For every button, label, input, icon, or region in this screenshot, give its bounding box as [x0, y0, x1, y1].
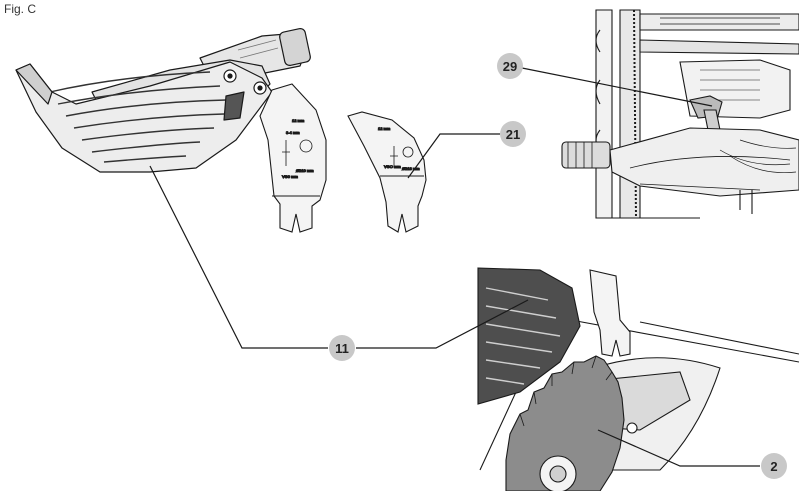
callout-29-label: 29 [503, 59, 517, 74]
leader-lines [149, 67, 760, 467]
figure-label: Fig. C [4, 2, 37, 16]
riving-knife-large: 12 mm 3-4 mm Ø210 mm VG0 mm [259, 83, 327, 233]
knife-large-marking-4: VG0 mm [282, 174, 298, 179]
callout-21: 21 [500, 121, 526, 147]
knife-large-marking-1: 12 mm [292, 118, 305, 123]
knife-small-marking-3: VGO mm [384, 164, 401, 169]
callout-21-label: 21 [506, 127, 520, 142]
leader-11b [356, 299, 529, 349]
riving-knife-small: 12 mm Ø216 mm VGO mm [347, 111, 427, 233]
callout-2: 2 [761, 453, 787, 479]
knife-small-marking-1: 12 mm [378, 126, 391, 131]
blade-closeup-illustration [477, 267, 799, 491]
leader-2 [597, 429, 760, 467]
knife-large-marking-2: 3-4 mm [286, 130, 300, 135]
callout-11: 11 [329, 335, 355, 361]
knife-large-marking-3: Ø210 mm [296, 168, 314, 173]
blade-guard-illustration [15, 27, 311, 173]
leader-29 [521, 67, 713, 107]
callout-2-label: 2 [770, 459, 777, 474]
saw-mechanism-illustration [561, 9, 799, 219]
knife-small-marking-2: Ø216 mm [402, 166, 420, 171]
callout-29: 29 [497, 53, 523, 79]
leader-11 [149, 165, 328, 349]
callout-11-label: 11 [335, 341, 349, 356]
leader-21 [407, 133, 500, 179]
